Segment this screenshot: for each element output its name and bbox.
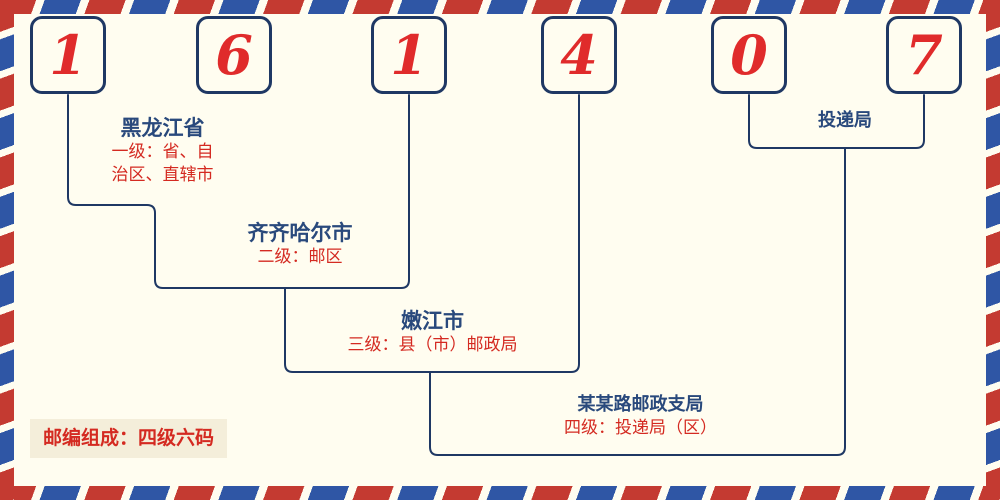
postal-digit-3: 1 [390, 23, 428, 87]
delivery-branch-name: 某某路邮政支局 [577, 394, 704, 415]
connector-delivery-office-bracket [748, 94, 925, 149]
postal-digit-6: 7 [905, 23, 943, 87]
connector-province-to-county [67, 94, 410, 289]
airmail-border-left [0, 0, 14, 500]
digit-box-4: 4 [541, 16, 617, 94]
postal-digit-4: 4 [560, 23, 598, 87]
postal-digit-1: 1 [49, 23, 87, 87]
digit-box-1: 1 [30, 16, 106, 94]
county-name: 嫩江市 [401, 309, 464, 333]
label-group-county: 嫩江市 三级：县（市）邮政局 [280, 308, 585, 357]
label-group-province: 黑龙江省 一级：省、自 治区、直辖市 [70, 115, 255, 187]
connector-county-branch [284, 94, 580, 373]
digit-box-5: 0 [711, 16, 787, 94]
label-group-postal-zone: 齐齐哈尔市 二级：邮区 [210, 220, 390, 269]
province-level-line2: 治区、直辖市 [111, 165, 214, 185]
digit-box-6: 7 [886, 16, 962, 94]
postal-digit-2: 6 [215, 23, 253, 87]
postal-zone-name: 齐齐哈尔市 [247, 221, 353, 245]
label-group-delivery-branch: 某某路邮政支局 四级：投递局（区） [488, 393, 793, 440]
county-level: 三级：县（市）邮政局 [347, 335, 518, 355]
digit-box-2: 6 [196, 16, 272, 94]
connector-delivery-branch [429, 147, 846, 456]
delivery-branch-level: 四级：投递局（区） [564, 418, 717, 438]
postal-digit-5: 0 [730, 23, 768, 87]
digit-box-3: 1 [371, 16, 447, 94]
airmail-border-right [986, 0, 1000, 500]
composition-note: 邮编组成：四级六码 [30, 419, 228, 458]
province-level-line1: 一级：省、自 [111, 142, 214, 162]
province-name: 黑龙江省 [120, 116, 205, 140]
postal-zone-level: 二级：邮区 [257, 247, 343, 267]
airmail-border-bottom [0, 486, 1000, 500]
delivery-office-label: 投递局 [818, 110, 872, 131]
airmail-border-top [0, 0, 1000, 14]
